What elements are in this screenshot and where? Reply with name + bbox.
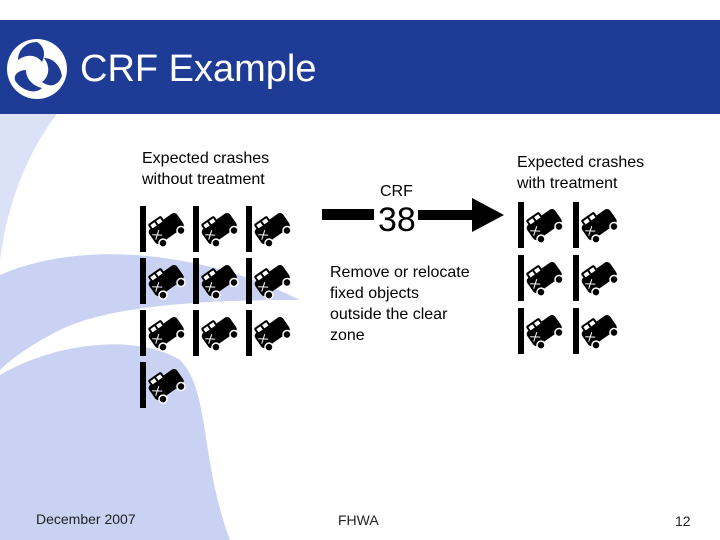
with-treatment-crash-icon [518, 202, 566, 248]
footer-page-number: 12 [675, 513, 691, 529]
crf-value: 38 [378, 201, 416, 239]
without-treatment-crash-icon [140, 206, 188, 252]
right-arrow-icon [418, 198, 504, 232]
without-treatment-crash-icon [246, 310, 294, 356]
page-title: CRF Example [80, 48, 317, 90]
with-treatment-crash-icon [573, 202, 621, 248]
crf-label: CRF [380, 183, 413, 200]
without-treatment-crash-icon [193, 310, 241, 356]
dot-triskelion-logo-icon [7, 39, 67, 99]
without-treatment-crash-icon [246, 206, 294, 252]
arrow-shaft-left [322, 209, 374, 220]
with-treatment-crash-icon [518, 255, 566, 301]
with-treatment-crash-icon [518, 308, 566, 354]
with-treatment-crash-icon [573, 255, 621, 301]
treatment-description: Remove or relocate fixed objects outside… [330, 264, 470, 344]
footer-center: FHWA [338, 512, 379, 528]
without-treatment-crash-icon [140, 310, 188, 356]
without-treatment-crash-icon [193, 258, 241, 304]
with-treatment-label: Expected crashes with treatment [517, 154, 645, 192]
footer-date: December 2007 [36, 511, 136, 527]
without-treatment-label: Expected crashes without treatment [142, 150, 270, 188]
header-bar: CRF Example [0, 20, 720, 114]
without-treatment-crash-icon [193, 206, 241, 252]
without-treatment-crash-icon [140, 258, 188, 304]
with-treatment-crash-icon [573, 308, 621, 354]
without-treatment-crash-icon [246, 258, 294, 304]
without-treatment-crash-icon [140, 362, 188, 408]
